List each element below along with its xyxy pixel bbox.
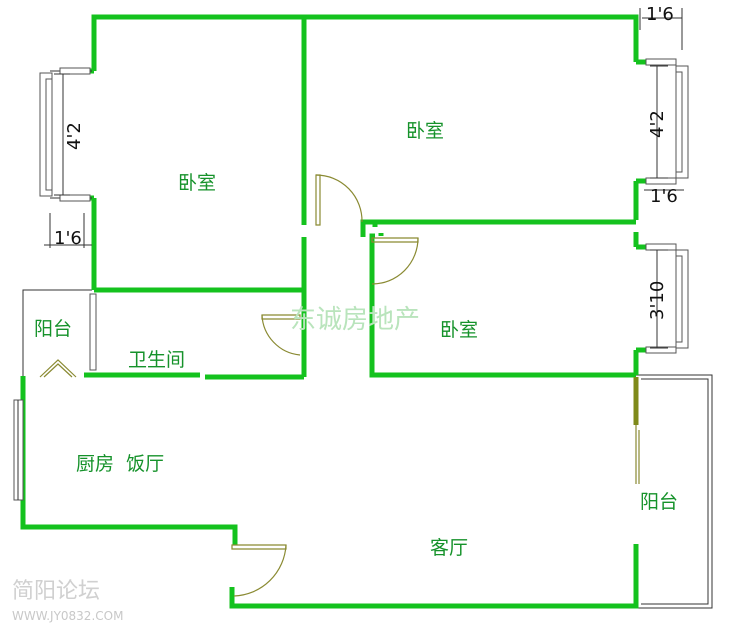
windows: [13, 58, 689, 501]
dimension-lines: [44, 8, 684, 349]
walls: [20, 14, 646, 609]
dimension-right-top-offset: 1'6: [646, 4, 674, 25]
forum-watermark: 简阳论坛: [12, 579, 100, 604]
agency-watermark: 东诚房地产: [290, 305, 420, 335]
room-label-bedroom-middle: 卧室: [440, 319, 478, 341]
room-label-balcony-right: 阳台: [640, 491, 678, 513]
room-label-bathroom: 卫生间: [128, 349, 185, 371]
balcony-outlines: [22, 289, 713, 609]
dimension-right-lower-window: 3'10: [647, 281, 668, 320]
doors: [39, 174, 419, 597]
dimension-right-mid-offset: 1'6: [650, 186, 678, 207]
dimension-right-top-window: 4'2: [647, 110, 668, 138]
site-watermark: WWW.JY0832.COM: [12, 609, 123, 623]
room-label-living-room: 客厅: [430, 537, 468, 559]
dimension-left-offset: 1'6: [54, 228, 82, 249]
room-label-bedroom-topright: 卧室: [406, 120, 444, 142]
room-label-bedroom-topleft: 卧室: [178, 172, 216, 194]
room-label-kitchen-dining: 厨房 饭厅: [76, 453, 164, 475]
room-label-balcony-left: 阳台: [34, 318, 72, 340]
balcony-slider: [633, 377, 640, 484]
dimension-left-window: 4'2: [64, 122, 85, 150]
